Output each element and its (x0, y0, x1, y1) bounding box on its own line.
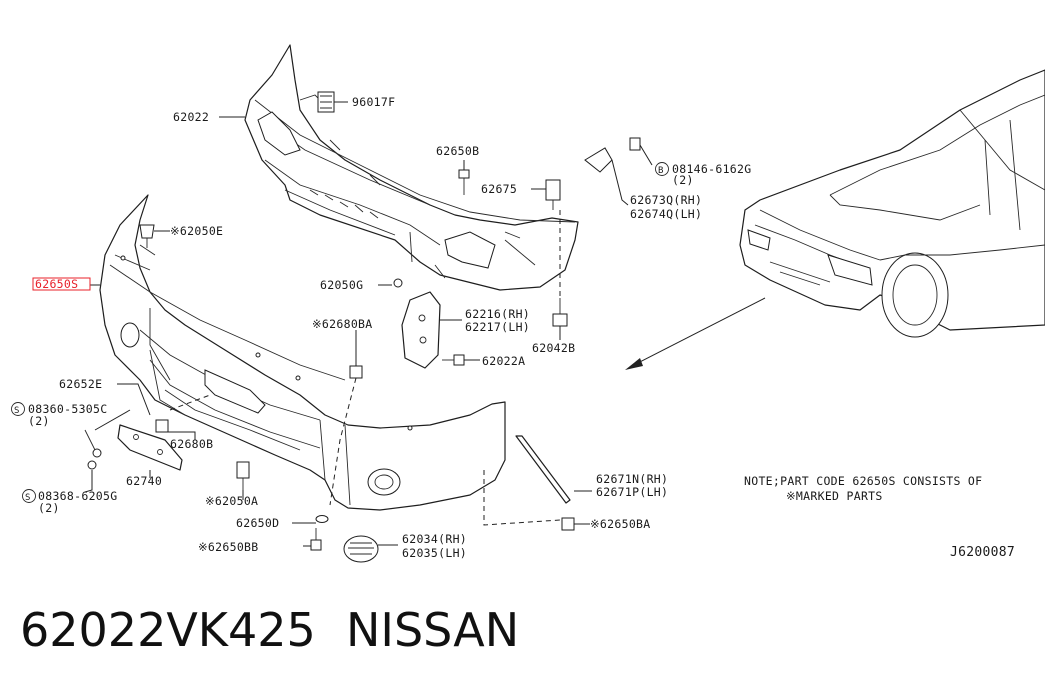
label-62050A: ※62050A (205, 494, 258, 508)
bolt-62650BB (310, 528, 322, 551)
label-08146-6162G: 08146-6162G (672, 162, 751, 176)
bolt-type-b-icon (655, 162, 669, 176)
label-08368-6205G: 08368-6205G (38, 489, 117, 503)
label-08360-5305C: 08360-5305C (28, 402, 107, 416)
direction-arrow (625, 297, 766, 370)
highlight-box (32, 277, 91, 291)
label-62022: 62022 (173, 110, 209, 124)
note-line-2: ※MARKED PARTS (786, 489, 883, 503)
bracket-62673Q (584, 137, 641, 173)
label-62050G: 62050G (320, 278, 363, 292)
caption-part-number: 62022VK425 (20, 603, 316, 657)
label-62675: 62675 (481, 182, 517, 196)
clip-62680BA (349, 365, 363, 379)
label-08368-qty: (2) (38, 501, 60, 515)
stay-62671N (515, 435, 575, 531)
label-62217: 62217(LH) (465, 320, 530, 334)
label-62650BA: ※62650BA (590, 517, 651, 531)
bumper-reinforcement-part (244, 44, 579, 291)
washer-62650D (315, 515, 329, 523)
license-plate-bracket-62740 (117, 419, 183, 471)
dashed-lines (169, 210, 561, 526)
label-62671P: 62671P(LH) (596, 485, 668, 499)
label-62671N: 62671N(RH) (596, 472, 668, 486)
bolt-62650B (458, 169, 470, 195)
label-62680BA: ※62680BA (312, 317, 373, 331)
clip-96017F (317, 91, 335, 113)
label-62050E: ※62050E (170, 224, 223, 238)
bolt-type-b-letter: B (658, 166, 664, 176)
note-line-1: NOTE;PART CODE 62650S CONSISTS OF (744, 474, 982, 488)
clip-62050E (139, 224, 155, 248)
label-62652E: 62652E (59, 377, 102, 391)
fog-lamp-cover-62034 (343, 535, 379, 563)
label-62022A: 62022A (482, 354, 525, 368)
screw-type-s-icon (22, 489, 36, 503)
screw-type-s-letter: S (25, 493, 31, 503)
clip-62050A (236, 461, 250, 490)
screws-08360 (84, 429, 102, 470)
nut-62042B (552, 298, 568, 327)
label-62034: 62034(RH) (402, 532, 467, 546)
bumper-fascia-part (99, 194, 506, 511)
screw-type-s-letter: S (14, 406, 20, 416)
label-62680B: 62680B (170, 437, 213, 451)
label-62650D: 62650D (236, 516, 279, 530)
label-62650BB: ※62650BB (198, 540, 259, 554)
bracket-62675 (545, 179, 561, 210)
diagram-code: J6200087 (950, 545, 1015, 560)
label-62035: 62035(LH) (402, 546, 467, 560)
label-62650B: 62650B (436, 144, 479, 158)
bracket-62216 (401, 291, 441, 369)
label-62650S-highlight: 62650S (35, 277, 78, 291)
screw-type-s-icon (11, 402, 25, 416)
leader-lines (84, 101, 653, 547)
label-62673Q: 62673Q(RH) (630, 193, 702, 207)
vehicle-outline-drawing (739, 69, 1045, 338)
label-08146-qty: (2) (672, 173, 694, 187)
caption-brand: NISSAN (346, 603, 519, 657)
label-62042B: 62042B (532, 341, 575, 355)
label-62674Q: 62674Q(LH) (630, 207, 702, 221)
bolt-62022A (442, 354, 465, 366)
label-62216: 62216(RH) (465, 307, 530, 321)
label-62740: 62740 (126, 474, 162, 488)
label-08360-qty: (2) (28, 414, 50, 428)
label-96017F: 96017F (352, 95, 395, 109)
